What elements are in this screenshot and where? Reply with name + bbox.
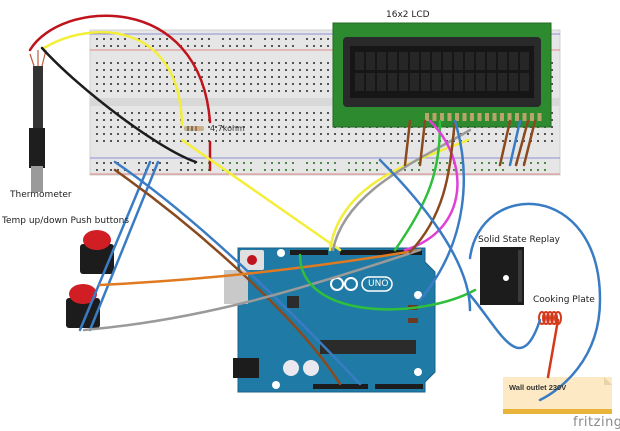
yellow-wire-3 xyxy=(180,138,342,252)
push-button-up xyxy=(80,230,114,274)
blue-wire-6 xyxy=(78,160,152,332)
lcd-label: 16x2 LCD xyxy=(386,10,430,20)
push-buttons-label: Temp up/down Push buttons xyxy=(2,216,130,226)
fritzing-watermark: fritzing xyxy=(573,415,620,430)
solid-state-relay xyxy=(480,247,524,305)
thermometer-probe xyxy=(29,49,47,192)
lcd-module xyxy=(332,22,552,128)
relay-label: Solid State Replay xyxy=(478,235,560,245)
arduino-logo xyxy=(330,276,393,292)
wires xyxy=(28,14,602,402)
brown-wire-16 xyxy=(408,119,457,254)
brown-wire-21 xyxy=(403,119,412,167)
gray-wire-10 xyxy=(82,248,422,332)
black-wire-4 xyxy=(40,46,198,164)
resistor-label: 4,7kohm xyxy=(210,124,245,133)
atmega-chip xyxy=(320,340,416,354)
yellow-wire-2 xyxy=(42,31,184,127)
power-jack xyxy=(233,358,259,378)
blue-wire-18 xyxy=(418,119,465,302)
blue-wire-7 xyxy=(88,160,160,332)
coil-wire-27 xyxy=(546,318,560,379)
arduino-uno-text: UNO xyxy=(368,279,389,289)
brown-wire-8 xyxy=(113,168,342,386)
blue-wire-24 xyxy=(508,119,522,167)
green-wire-13 xyxy=(393,119,442,252)
green-wire-14 xyxy=(298,253,477,311)
wall-outlet-note xyxy=(503,377,612,414)
brown-wire-22 xyxy=(418,119,427,167)
blue-wire-19 xyxy=(468,202,602,402)
gray-wire-12 xyxy=(331,128,472,252)
thermometer-label: Thermometer xyxy=(10,190,72,200)
magenta-wire-15 xyxy=(403,119,459,252)
brown-wire-23 xyxy=(498,119,512,167)
resistor xyxy=(184,126,204,131)
orange-wire-9 xyxy=(98,248,422,287)
wall-outlet-label: Wall outlet 230V xyxy=(509,383,567,392)
brown-wire-25 xyxy=(514,119,530,167)
red-wire-0 xyxy=(28,14,212,124)
blue-wire-20 xyxy=(468,293,542,350)
blue-wire-17 xyxy=(378,158,472,312)
cooking-plate-label: Cooking Plate xyxy=(533,295,595,305)
brown-wire-26 xyxy=(522,119,537,167)
